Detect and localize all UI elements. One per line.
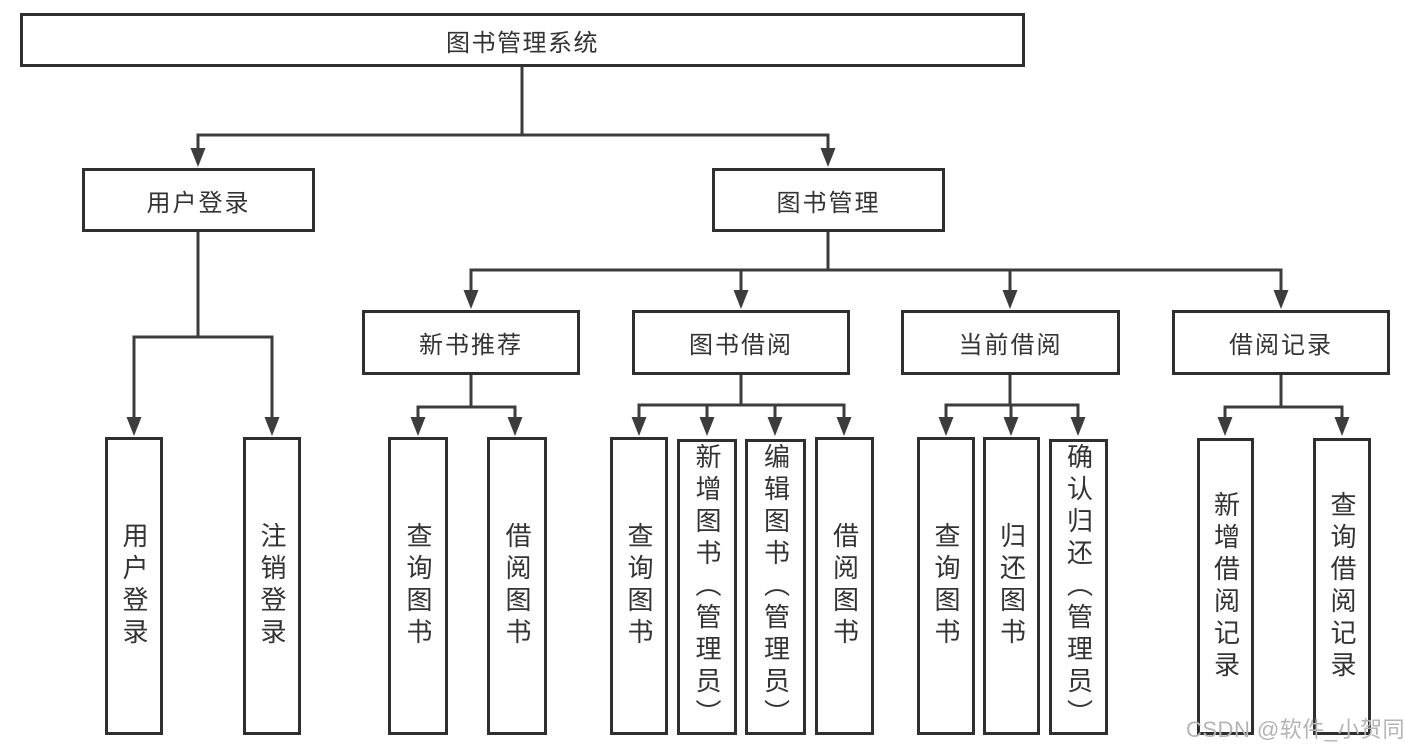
node-label: 注销登录 xyxy=(257,522,287,650)
node-user-login: 用户登录 xyxy=(82,168,315,232)
node-borrowing-records: 借阅记录 xyxy=(1172,310,1390,375)
node-label: 查询图书 xyxy=(931,522,961,650)
node-label: 当前借阅 xyxy=(958,332,1063,359)
node-label: 用户登录 xyxy=(146,189,251,217)
leaf-bb-query-books: 查询图书 xyxy=(610,437,668,735)
node-label: 确认归还（管理员） xyxy=(1063,443,1094,731)
node-label: 借阅图书 xyxy=(829,522,860,650)
leaf-logout: 注销登录 xyxy=(243,437,301,735)
leaf-bb-add-books-admin: 新增图书（管理员） xyxy=(677,439,737,735)
leaf-cb-confirm-return-admin: 确认归还（管理员） xyxy=(1049,439,1108,735)
leaf-nb-query-books: 查询图书 xyxy=(388,437,448,735)
watermark-csdn: CSDN @软件_小贺同学 xyxy=(1186,717,1405,742)
node-label: 新书推荐 xyxy=(419,332,523,359)
node-book-borrowing: 图书借阅 xyxy=(632,310,850,375)
node-label: 图书管理系统 xyxy=(446,29,599,57)
node-label: 图书借阅 xyxy=(689,332,793,359)
node-library-management-system: 图书管理系统 xyxy=(20,13,1025,67)
node-label: 借阅记录 xyxy=(1229,332,1333,359)
node-label: 归还图书 xyxy=(996,522,1027,650)
node-label: 借阅图书 xyxy=(502,522,532,650)
node-label: 新增图书（管理员） xyxy=(692,443,722,731)
node-book-management: 图书管理 xyxy=(712,168,945,232)
leaf-bb-edit-books-admin: 编辑图书（管理员） xyxy=(745,439,806,735)
node-label: 查询图书 xyxy=(624,522,654,650)
node-new-book-recommendation: 新书推荐 xyxy=(362,310,580,375)
leaf-nb-borrow-books: 借阅图书 xyxy=(487,437,547,735)
node-label: 图书管理 xyxy=(776,189,881,217)
node-label: 新增借阅记录 xyxy=(1210,490,1241,683)
node-label: 查询图书 xyxy=(403,522,433,650)
node-label: 编辑图书（管理员） xyxy=(760,443,791,731)
node-current-borrowing: 当前借阅 xyxy=(901,310,1120,375)
leaf-cb-query-books: 查询图书 xyxy=(917,437,975,735)
node-label: 查询借阅记录 xyxy=(1327,490,1357,683)
leaf-br-query-record: 查询借阅记录 xyxy=(1313,438,1371,735)
leaf-br-add-record: 新增借阅记录 xyxy=(1197,438,1254,735)
leaf-cb-return-books: 归还图书 xyxy=(983,437,1040,735)
leaf-user-login: 用户登录 xyxy=(105,437,163,735)
node-label: 用户登录 xyxy=(119,522,149,650)
leaf-bb-borrow-books: 借阅图书 xyxy=(815,437,874,735)
